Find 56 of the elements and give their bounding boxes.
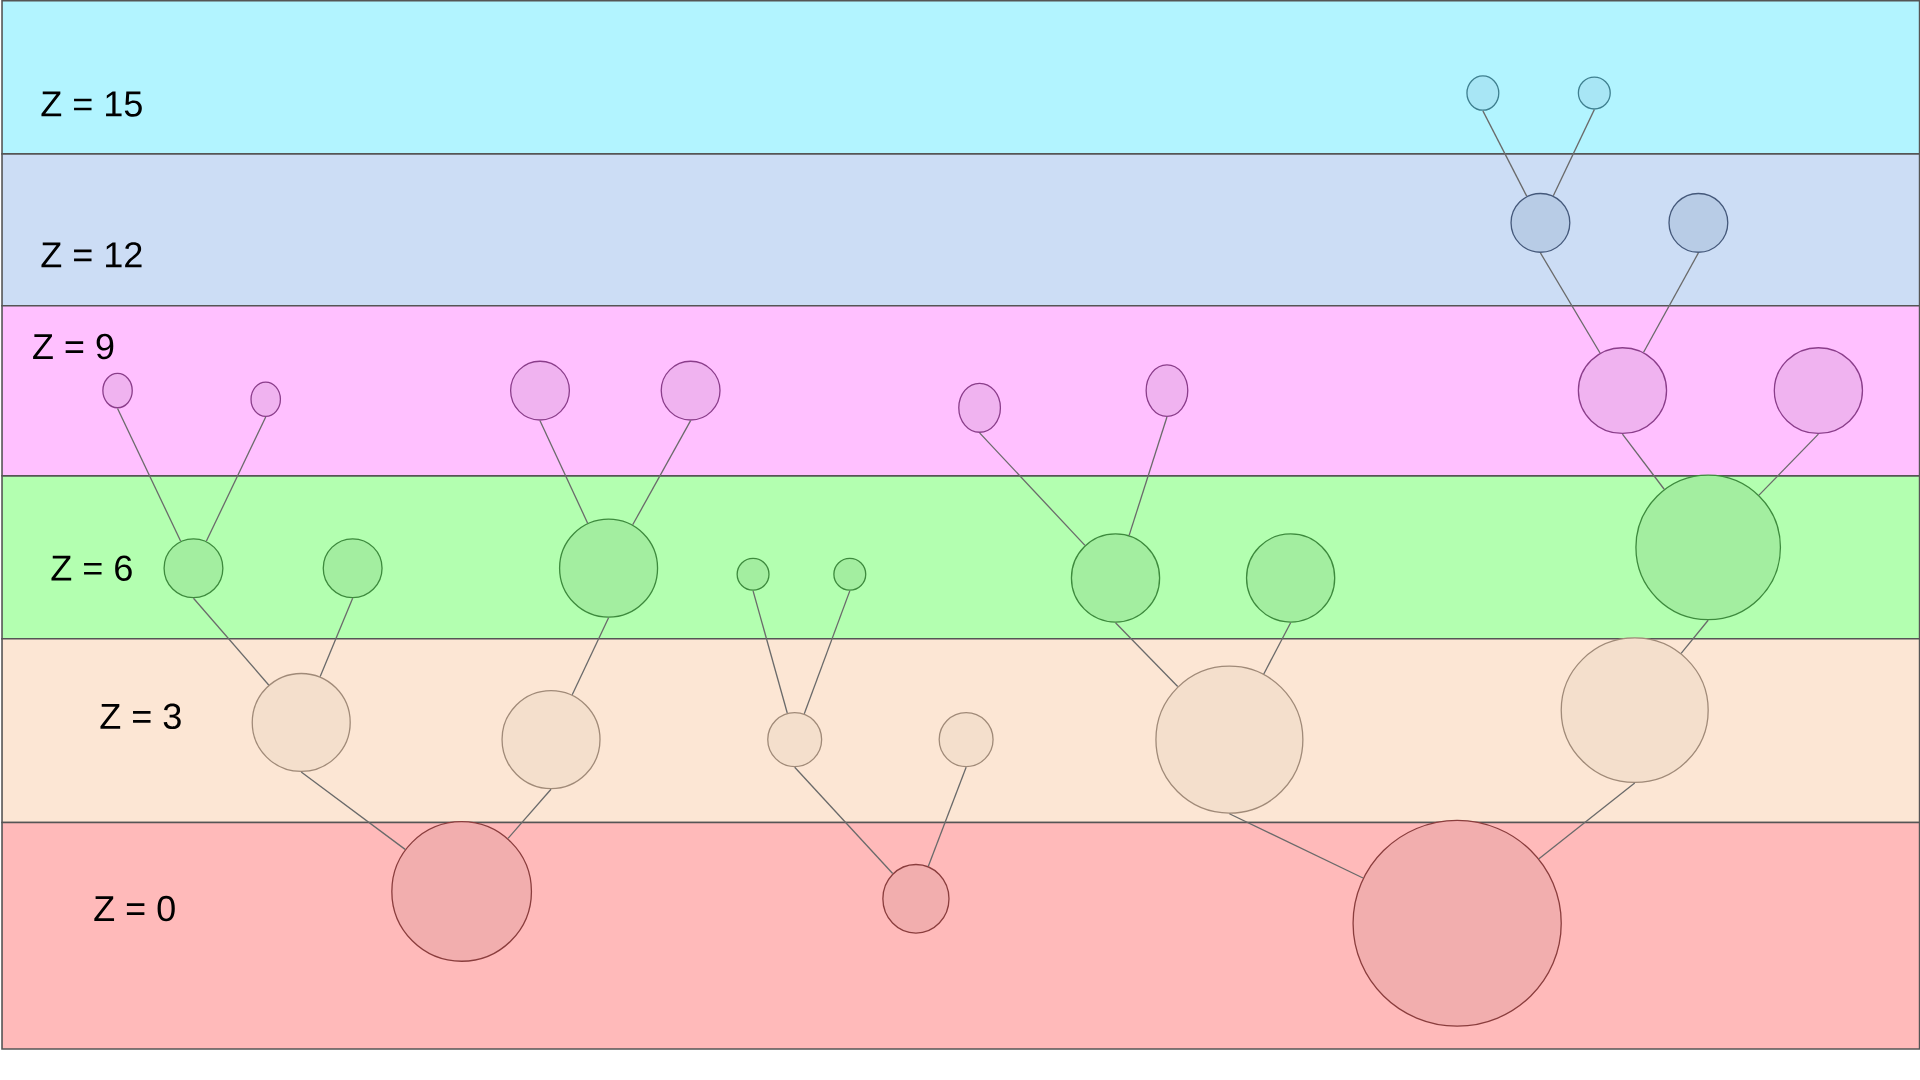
circle	[1577, 76, 1611, 110]
connector-line	[927, 766, 967, 867]
connector-line	[192, 597, 270, 686]
circle	[736, 557, 770, 591]
circle	[1773, 347, 1864, 435]
connector-line	[300, 771, 406, 851]
connector-line	[632, 420, 692, 526]
connector-line	[794, 766, 894, 875]
circle	[1668, 192, 1729, 253]
connector-line	[319, 597, 354, 678]
layer-band: Z = 15	[1, 0, 1920, 155]
connector-line	[1539, 252, 1601, 354]
circle	[509, 360, 571, 421]
circle	[501, 689, 601, 790]
circle	[1155, 665, 1304, 814]
connector-line	[1552, 109, 1595, 197]
circle	[1510, 192, 1571, 253]
circle	[1070, 533, 1161, 623]
circle	[1352, 819, 1562, 1027]
connector-line	[1642, 252, 1700, 353]
circle	[251, 672, 351, 773]
circle	[250, 381, 282, 417]
circle	[938, 712, 994, 768]
circle	[660, 360, 721, 421]
circle	[1635, 474, 1782, 621]
circle	[163, 538, 224, 599]
circle	[102, 372, 133, 409]
circle	[1560, 637, 1709, 784]
connector-line	[1228, 813, 1364, 879]
circle	[391, 821, 533, 962]
connector-line	[507, 788, 552, 840]
connector-line	[116, 407, 182, 542]
connector-line	[1758, 433, 1820, 496]
circle	[833, 557, 867, 591]
circle	[322, 538, 383, 599]
circle	[1245, 533, 1336, 623]
connector-line	[1680, 619, 1709, 655]
circle	[1145, 364, 1189, 417]
layer-band: Z = 12	[1, 153, 1920, 307]
connector-line	[978, 432, 1086, 546]
connector-line	[803, 590, 851, 715]
connector-line	[1482, 110, 1528, 197]
connector-line	[1263, 622, 1292, 675]
connector-line	[1128, 416, 1168, 536]
connector-line	[1621, 433, 1665, 490]
circle	[1577, 347, 1668, 435]
layer-band: Z = 9	[1, 304, 1920, 477]
circle	[882, 863, 950, 934]
circle	[558, 518, 659, 618]
connector-line	[1538, 782, 1636, 860]
connector-line	[539, 420, 589, 524]
circle	[958, 382, 1002, 433]
connector-line	[205, 416, 267, 542]
circle	[767, 712, 823, 768]
connector-line	[752, 590, 788, 714]
circle	[1466, 75, 1500, 111]
